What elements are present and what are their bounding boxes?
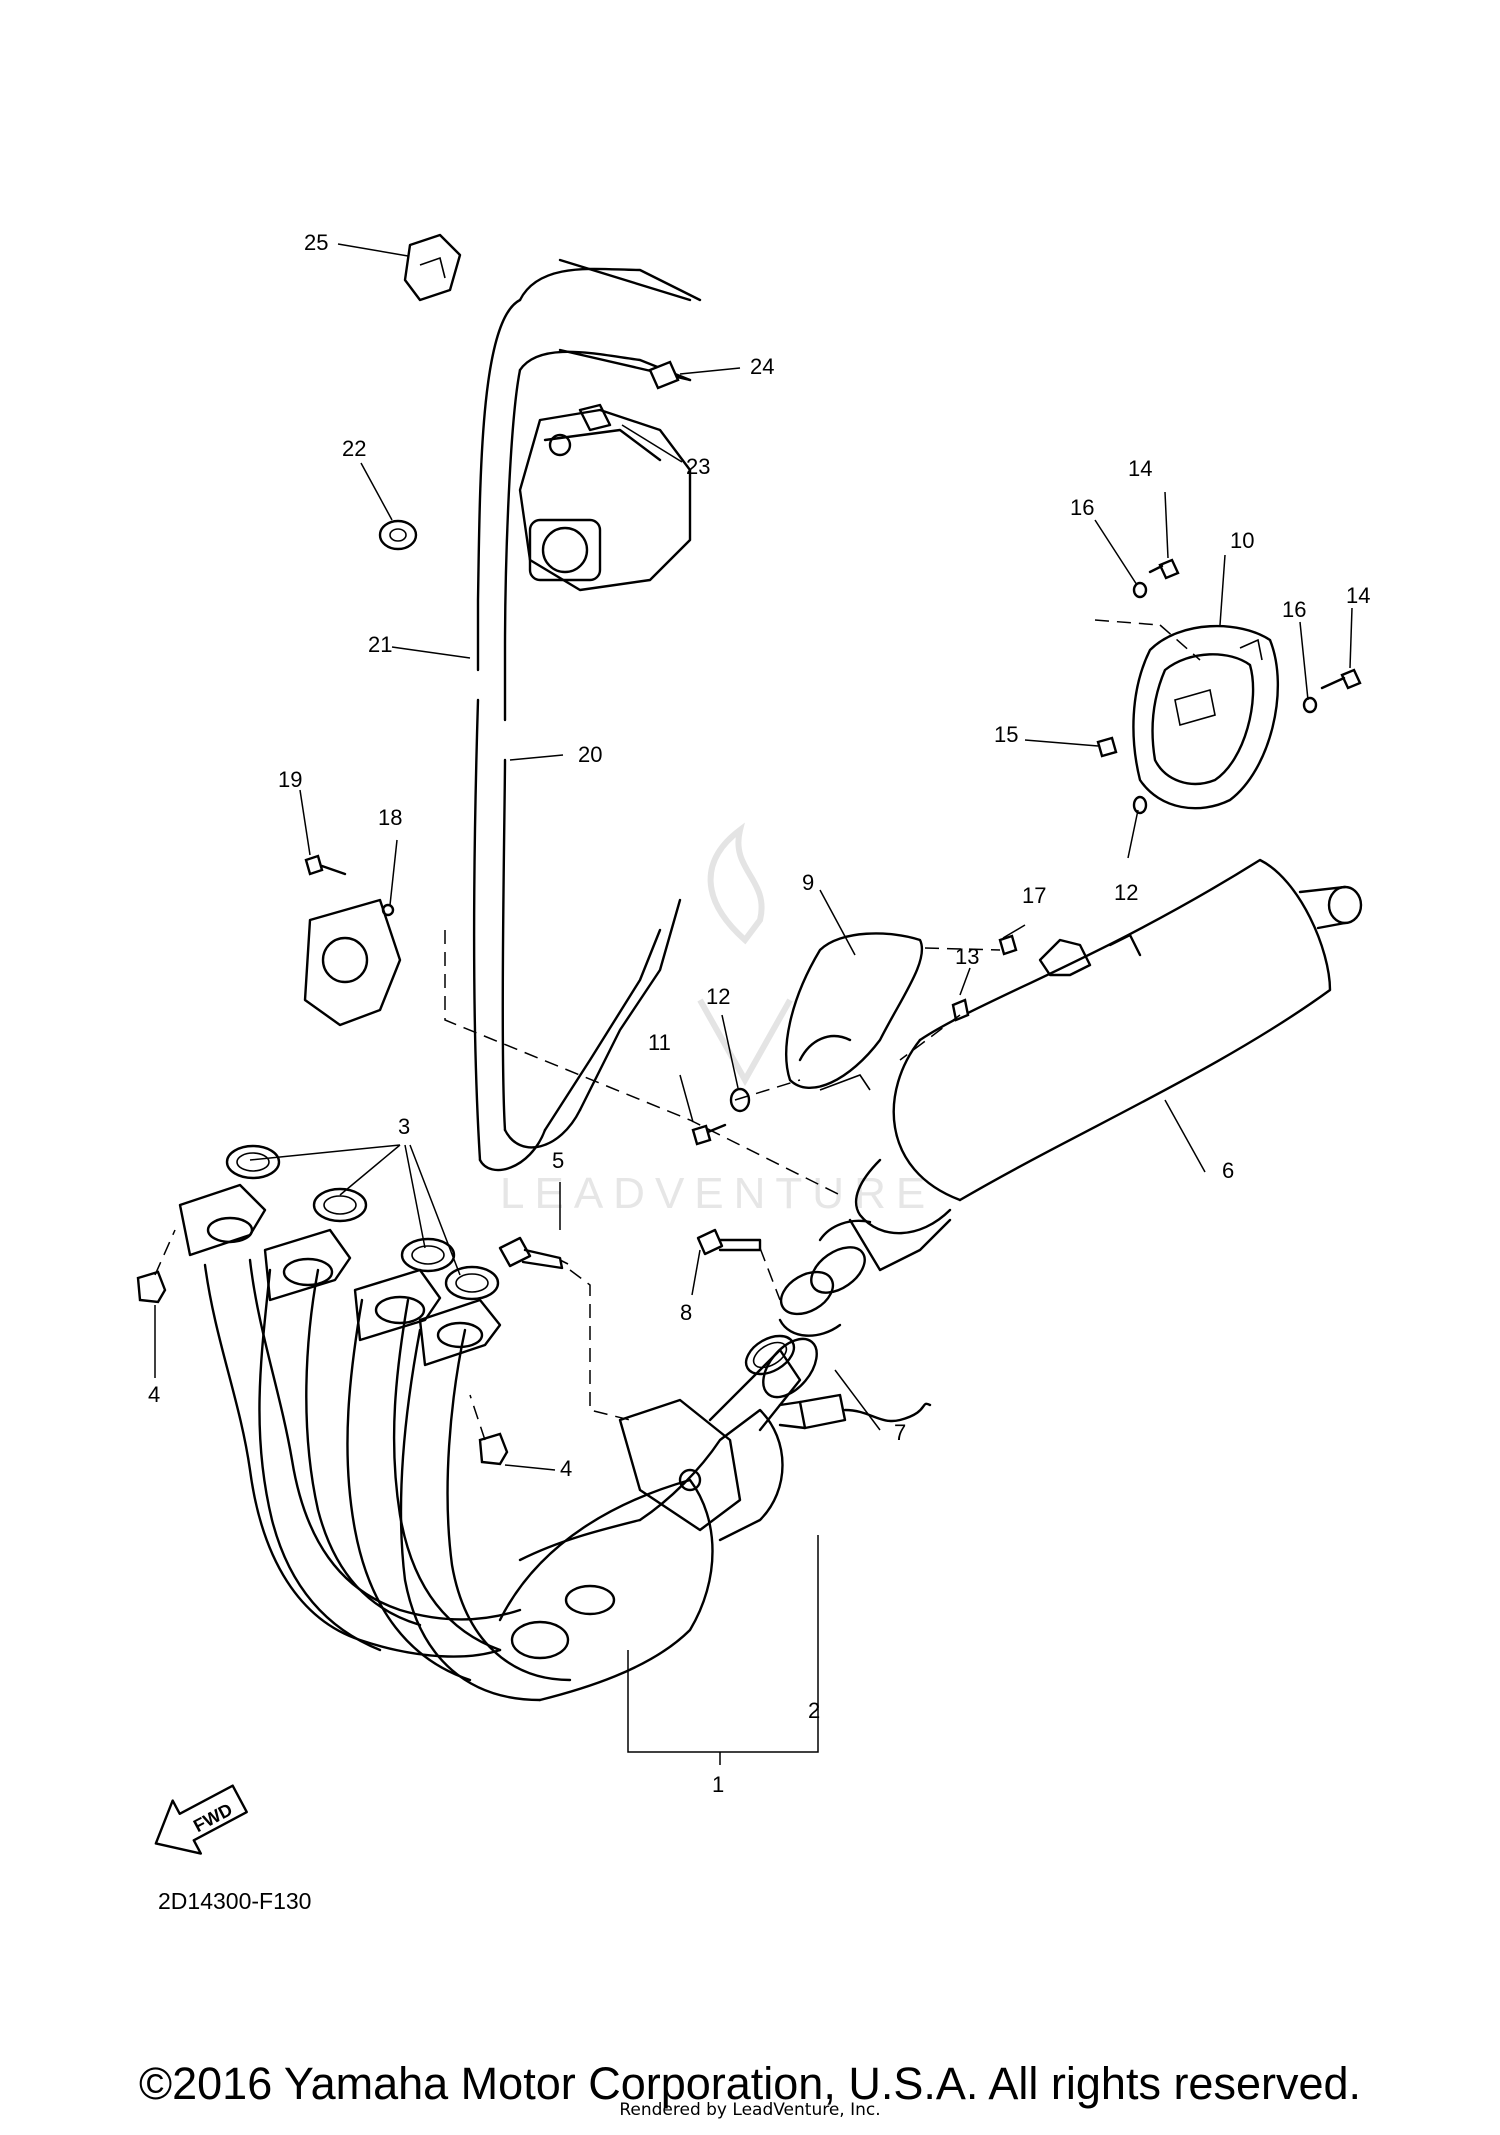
callout-10: 10 <box>1230 528 1254 553</box>
fasteners <box>691 558 1362 1146</box>
watermark-logo: LEADVENTURE <box>500 822 935 1218</box>
callout-12b: 12 <box>1114 880 1138 905</box>
callout-14a: 14 <box>1128 456 1152 481</box>
callout-5: 5 <box>552 1148 564 1173</box>
watermark-text: LEADVENTURE <box>500 1169 935 1218</box>
header-flanges <box>178 1183 502 1367</box>
callout-15: 15 <box>994 722 1018 747</box>
washer-12a <box>729 1087 751 1113</box>
silencer <box>810 858 1363 1294</box>
callout-4b: 4 <box>560 1456 572 1481</box>
callout-6: 6 <box>1222 1158 1234 1183</box>
gasket-rings <box>225 1144 500 1301</box>
callouts: 1 2 3 4 4 5 6 7 8 9 10 11 12 12 13 14 14… <box>148 230 1370 1797</box>
callout-1: 1 <box>712 1772 724 1797</box>
forward-arrow-icon: FWD <box>154 1784 248 1855</box>
nut-15 <box>1096 736 1118 758</box>
clip-13 <box>951 998 970 1022</box>
rendered-by-credit: Rendered by LeadVenture, Inc. <box>619 2100 881 2120</box>
callout-25: 25 <box>304 230 328 255</box>
callout-23: 23 <box>686 454 710 479</box>
bolt-14b <box>1340 668 1362 690</box>
exhaust-servo-motor <box>518 408 692 592</box>
callout-18: 18 <box>378 805 402 830</box>
callout-21: 21 <box>368 632 392 657</box>
throttle-cables <box>472 258 702 1172</box>
heat-protector <box>785 932 923 1091</box>
copyright-notice: ©2016 Yamaha Motor Corporation, U.S.A. A… <box>138 2058 1362 2109</box>
flange-nuts <box>136 1270 509 1466</box>
callout-8: 8 <box>680 1300 692 1325</box>
o2-sensor <box>778 1393 932 1430</box>
exhaust-header-pipes <box>203 1258 818 1702</box>
callout-22: 22 <box>342 436 366 461</box>
callout-2: 2 <box>808 1698 820 1723</box>
leader-lines <box>154 243 1353 1765</box>
callout-3: 3 <box>398 1114 410 1139</box>
grommet-22 <box>378 519 418 551</box>
callout-12a: 12 <box>706 984 730 1009</box>
bolt-14a <box>1158 558 1180 580</box>
clamp-bolt <box>696 1228 762 1256</box>
callout-17: 17 <box>1022 883 1046 908</box>
callout-24: 24 <box>750 354 774 379</box>
assembly-lines <box>154 619 1201 1441</box>
cable-bracket <box>303 854 402 1027</box>
callout-7: 7 <box>894 1420 906 1445</box>
callout-14b: 14 <box>1346 583 1370 608</box>
callout-16b: 16 <box>1282 597 1306 622</box>
callout-20: 20 <box>578 742 602 767</box>
callout-19: 19 <box>278 767 302 792</box>
nut-24 <box>648 360 680 390</box>
callout-16a: 16 <box>1070 495 1094 520</box>
mounting-parts <box>378 233 680 551</box>
collar-23 <box>578 403 612 432</box>
muffler-end-cap <box>1132 624 1280 810</box>
callout-11: 11 <box>648 1030 671 1055</box>
clamp-25 <box>403 233 462 302</box>
callout-13: 13 <box>955 944 979 969</box>
washer-16b <box>1302 696 1318 714</box>
bolt-5 <box>498 1236 569 1270</box>
washer-16a <box>1132 581 1148 599</box>
nut-17 <box>998 934 1018 956</box>
callout-9: 9 <box>802 870 814 895</box>
pipe-clamp <box>744 1270 842 1376</box>
diagram-code: 2D14300-F130 <box>158 1888 312 1914</box>
washer-12b <box>1132 795 1148 815</box>
callout-4a: 4 <box>148 1382 160 1407</box>
